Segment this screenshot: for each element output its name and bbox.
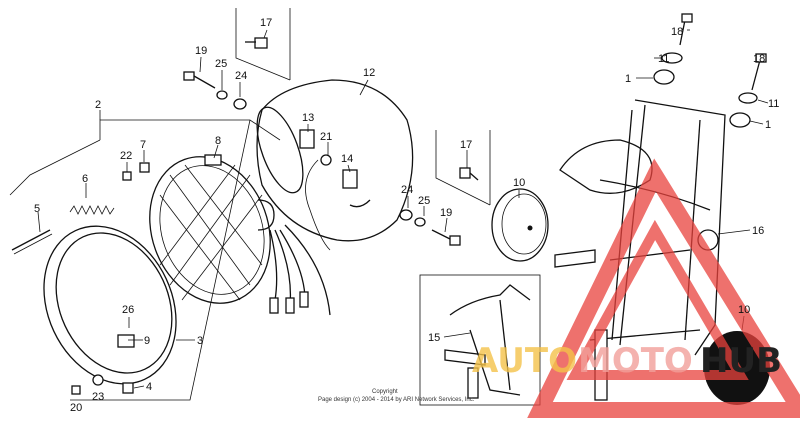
screw-21 <box>320 154 332 166</box>
part-label-1-top: 1 <box>625 73 631 85</box>
watermark-hub: HUB <box>700 341 782 381</box>
part-label-24-mid: 24 <box>401 184 413 196</box>
spring-6 <box>69 205 115 215</box>
screw-20 <box>71 385 81 395</box>
part-label-11-top: 11 <box>658 53 669 65</box>
part-label-25-top: 25 <box>215 58 227 70</box>
part-label-8: 8 <box>215 135 221 147</box>
grommet-1-right <box>729 112 751 128</box>
part-label-18-right: 18 <box>753 53 765 65</box>
bolt-18-top <box>679 13 693 46</box>
part-label-10-center: 10 <box>513 177 525 189</box>
bolt-17-mid <box>459 167 479 181</box>
watermark-moto: MOTO <box>578 341 693 381</box>
bolt-19-mid <box>431 229 461 246</box>
part-label-11-right: 11 <box>768 98 779 110</box>
group-box-bracket-15 <box>419 274 541 406</box>
washer-25-top <box>216 90 228 100</box>
part-label-23: 23 <box>92 391 104 403</box>
headlight-unit-8 <box>149 154 275 304</box>
part-label-21: 21 <box>320 131 332 143</box>
part-label-4: 4 <box>146 381 152 393</box>
part-label-3: 3 <box>197 335 203 347</box>
part-label-7: 7 <box>140 139 146 151</box>
group-box-bolt-17-top <box>235 8 291 81</box>
washer-11-right <box>738 92 758 104</box>
part-label-20: 20 <box>70 402 82 414</box>
part-label-22: 22 <box>120 150 132 162</box>
bracket-15 <box>444 284 531 399</box>
bolt-19-top <box>183 71 216 89</box>
headlight-case-12 <box>256 79 414 251</box>
leader-lines <box>37 29 769 389</box>
part-label-26: 26 <box>122 304 134 316</box>
bolt-17-top <box>245 37 268 49</box>
nut-22 <box>122 171 132 181</box>
part-label-17-mid: 17 <box>460 139 472 151</box>
group-box-bolt-17-mid <box>435 130 491 206</box>
part-label-19-mid: 19 <box>440 207 452 219</box>
part-label-14: 14 <box>341 153 353 165</box>
group-box-headlight <box>9 119 281 401</box>
screw-5 <box>11 229 53 255</box>
bolt-4 <box>122 382 134 394</box>
clip-7 <box>139 162 150 173</box>
grommet-1-top <box>653 69 675 85</box>
part-label-16: 16 <box>752 225 764 237</box>
part-label-5: 5 <box>34 203 40 215</box>
wire-harness <box>269 224 331 316</box>
part-label-15: 15 <box>428 332 440 344</box>
watermark-auto: AUTO <box>472 341 577 381</box>
reflector-10-center <box>491 188 549 262</box>
part-labels: 2 5 6 7 22 8 3 26 9 4 23 20 19 25 24 17 … <box>34 17 779 414</box>
part-label-9: 9 <box>144 335 150 347</box>
part-label-19-top: 19 <box>195 45 207 57</box>
washer-23 <box>92 374 104 386</box>
part-label-2: 2 <box>95 99 101 111</box>
washer-24-mid <box>399 209 413 221</box>
part-label-25-mid: 25 <box>418 195 430 207</box>
part-label-18-top: 18 <box>671 26 683 38</box>
part-label-1-right: 1 <box>765 119 771 131</box>
part-label-10-right: 10 <box>738 304 750 316</box>
copyright-line1: Copyright <box>372 389 398 395</box>
part-label-6: 6 <box>82 173 88 185</box>
part-label-17-top: 17 <box>260 17 272 29</box>
part-label-13: 13 <box>302 112 314 124</box>
watermark: AUTO MOTO HUB <box>472 158 800 418</box>
part-label-24-top: 24 <box>235 70 247 82</box>
part-label-12: 12 <box>363 67 375 79</box>
washer-25-mid <box>414 217 426 227</box>
headlight-rim-3 <box>43 225 177 385</box>
bolt-18-right <box>751 53 767 91</box>
washer-24-top <box>233 98 247 110</box>
watermark-triangle <box>527 158 800 418</box>
copyright-line2: Page design (c) 2004 - 2014 by ARI Netwo… <box>318 397 475 403</box>
